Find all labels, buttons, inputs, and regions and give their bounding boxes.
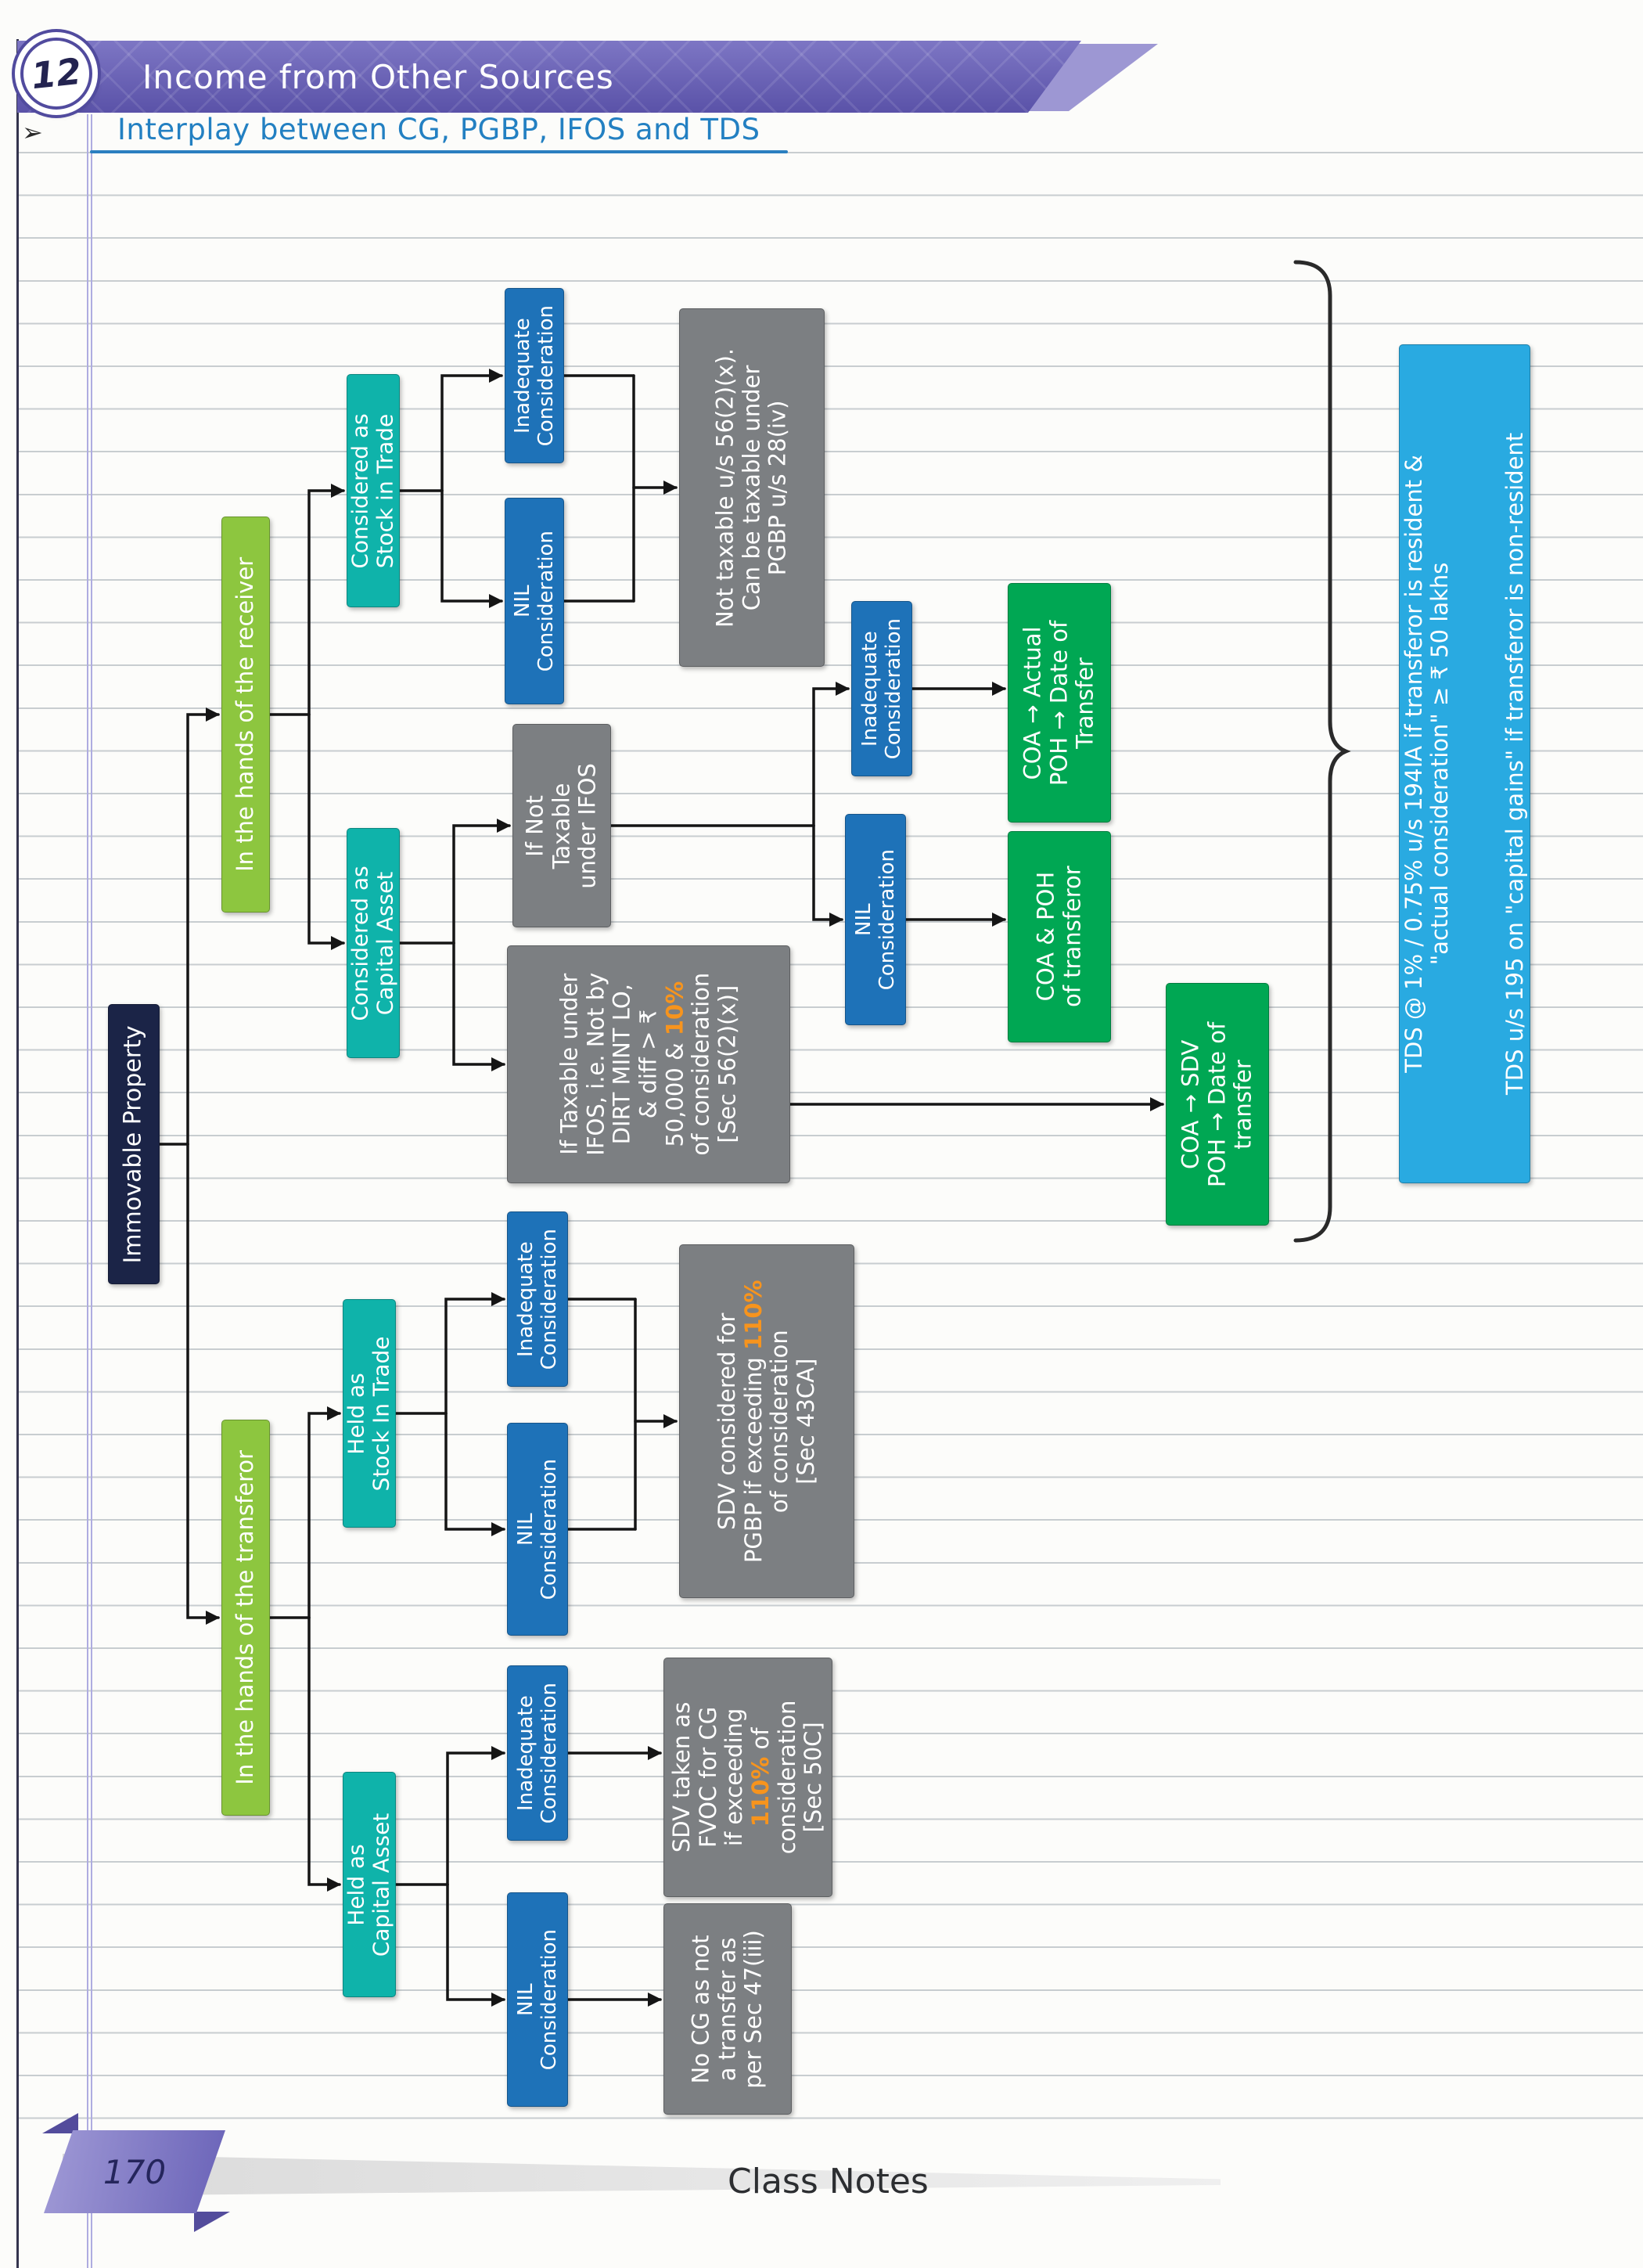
node-label: Inadequate Consideration <box>513 1682 561 1824</box>
node-label: COA → Actual POH → Date of Transfer <box>1019 620 1098 786</box>
node-text-highlight: 10% <box>660 981 688 1036</box>
node-label: No CG as not a transfer as per Sec 47(ii… <box>687 1929 767 2089</box>
node-label: Not taxable u/s 56(2)(x). Can be taxable… <box>711 347 791 628</box>
page-number-ribbon: 170 <box>44 2130 225 2213</box>
node-receiver-capital-asset: Considered as Capital Asset <box>347 828 400 1058</box>
node-label: Held as Stock In Trade <box>343 1336 394 1491</box>
node-text-post: of consideration [Sec 43CA] <box>766 1330 819 1513</box>
node-ifos-inadequate: Inadequate Consideration <box>851 601 912 776</box>
tds-note-text: TDS @ 1% / 0.75% u/s 194IA if transferor… <box>1375 353 1555 1175</box>
node-text-highlight: 110% <box>739 1280 767 1350</box>
node-label: In the hands of the receiver <box>232 556 259 873</box>
page-edge-line <box>16 39 19 2268</box>
node-coa-poh-transferor: COA & POH of transferor <box>1008 831 1111 1042</box>
node-label: NIL Consideration <box>513 1458 561 1600</box>
node-tds-note: TDS @ 1% / 0.75% u/s 194IA if transferor… <box>1399 344 1530 1183</box>
node-label: Immovable Property <box>119 1024 147 1264</box>
node-label: In the hands of the transferor <box>232 1450 259 1785</box>
chapter-banner: Income from Other Sources <box>17 41 1081 113</box>
chapter-title: Income from Other Sources <box>142 57 614 96</box>
node-label: NIL Consideration <box>851 848 899 991</box>
node-receiver-branch: In the hands of the receiver <box>221 517 270 913</box>
tds-line-1: TDS @ 1% / 0.75% u/s 194IA if transferor… <box>1400 455 1454 1073</box>
node-label: NIL Consideration <box>513 1928 561 2071</box>
node-text-highlight: 110% <box>747 1756 774 1827</box>
node-if-not-taxable-ifos: If Not Taxable under IFOS <box>512 724 611 927</box>
node-receiver-stock-nil: NIL Consideration <box>505 498 564 704</box>
footer-label: Class Notes <box>728 2162 929 2201</box>
margin-line <box>87 114 92 2268</box>
node-sec-43ca: SDV considered for PGBP if exceeding 110… <box>679 1244 854 1598</box>
node-receiver-stock-inadequate: Inadequate Consideration <box>505 288 564 463</box>
node-text-pre: SDV taken as FVOC for CG if exceeding <box>668 1701 748 1853</box>
node-label: SDV taken as FVOC for CG if exceeding 11… <box>668 1663 827 1892</box>
node-immovable-property: Immovable Property <box>108 1004 160 1284</box>
node-held-capital-asset: Held as Capital Asset <box>343 1772 396 1997</box>
page-number: 170 <box>102 2152 167 2191</box>
node-held-stock-in-trade: Held as Stock In Trade <box>343 1299 396 1528</box>
node-receiver-stock-in-trade: Considered as Stock in Trade <box>347 374 400 607</box>
grouping-brace <box>1293 260 1351 1243</box>
node-label: Inadequate Consideration <box>510 304 558 447</box>
node-text-post: of consideration [Sec 56(2)(x)] <box>687 973 741 1156</box>
node-transferor-branch: In the hands of the transferor <box>221 1420 270 1816</box>
chapter-number-badge: 12 <box>20 38 92 110</box>
node-label: Considered as Capital Asset <box>347 865 398 1021</box>
node-label: Inadequate Consideration <box>857 617 905 760</box>
chapter-number: 12 <box>29 49 84 98</box>
node-label: SDV considered for PGBP if exceeding 110… <box>714 1250 820 1593</box>
node-label: If Taxable under IFOS, i.e. Not by DIRT … <box>555 951 741 1178</box>
node-label: COA → SDV POH → Date of transfer <box>1177 1021 1257 1187</box>
node-label: NIL Consideration <box>510 530 558 672</box>
node-transferor-capital-inadequate: Inadequate Consideration <box>507 1665 568 1841</box>
node-ifos-nil: NIL Consideration <box>845 814 906 1025</box>
node-label: If Not Taxable under IFOS <box>521 762 601 889</box>
node-coa-sdv: COA → SDV POH → Date of transfer <box>1166 983 1269 1226</box>
node-transferor-stock-nil: NIL Consideration <box>507 1423 568 1636</box>
node-sec-50c: SDV taken as FVOC for CG if exceeding 11… <box>663 1658 832 1897</box>
heading-underline <box>90 150 788 153</box>
node-coa-actual: COA → Actual POH → Date of Transfer <box>1008 583 1111 823</box>
node-label: Considered as Stock in Trade <box>347 412 398 569</box>
node-label: Held as Capital Asset <box>343 1813 394 1957</box>
node-label: Inadequate Consideration <box>513 1228 561 1370</box>
node-receiver-stock-result: Not taxable u/s 56(2)(x). Can be taxable… <box>679 308 825 667</box>
node-if-taxable-ifos: If Taxable under IFOS, i.e. Not by DIRT … <box>507 945 790 1183</box>
node-label: COA & POH of transferor <box>1032 866 1085 1008</box>
connector-group <box>158 369 1164 2007</box>
node-transferor-capital-nil: NIL Consideration <box>507 1892 568 2107</box>
section-heading: Interplay between CG, PGBP, IFOS and TDS <box>117 113 760 146</box>
node-sec-47: No CG as not a transfer as per Sec 47(ii… <box>663 1903 792 2115</box>
node-transferor-stock-inadequate: Inadequate Consideration <box>507 1211 568 1387</box>
bullet-arrow-icon: ➢ <box>22 117 43 147</box>
tds-line-2: TDS u/s 195 on "capital gains" if transf… <box>1501 432 1528 1096</box>
